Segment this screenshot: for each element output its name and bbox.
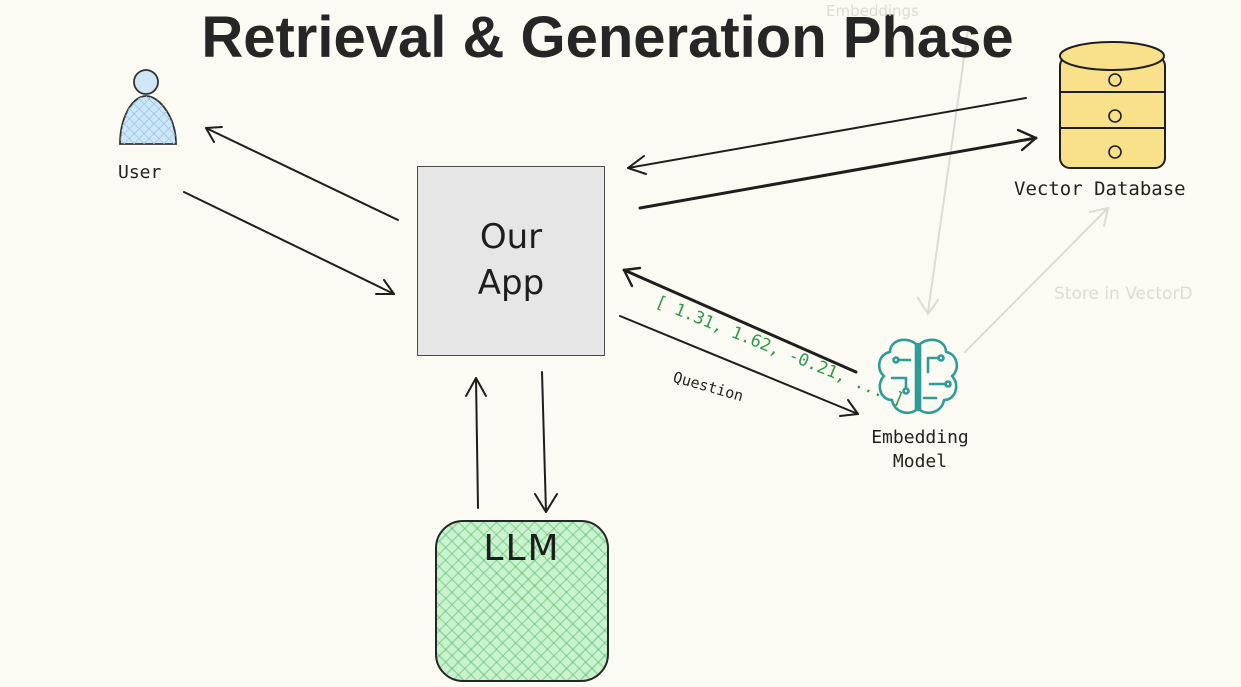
brain-icon: [877, 338, 959, 414]
arrows: [183, 97, 1038, 513]
arrow-app-to-db: [638, 136, 1038, 210]
user-label: User: [118, 162, 162, 183]
arrow-app-to-llm: [541, 371, 547, 513]
arrow-user-to-app: [183, 191, 395, 295]
arrow-app-to-user: [205, 127, 399, 221]
arrow-llm-to-app: [475, 377, 479, 509]
embedding-model-label-line-1: Embedding: [871, 427, 969, 448]
page-title: Retrieval & Generation Phase: [201, 5, 1014, 70]
vector-database-label: Vector Database: [1014, 178, 1186, 200]
user-icon: [119, 69, 177, 145]
arrow-embedding-to-app: [622, 268, 858, 374]
faded-store-label: Store in VectorD: [1054, 284, 1193, 304]
app-label-line-1: Our: [479, 217, 543, 257]
app-label: Our App: [417, 214, 605, 306]
llm-label: LLM: [483, 528, 561, 569]
app-node: [417, 166, 605, 356]
arrow-app-to-embedding: [619, 315, 859, 415]
app-label-line-2: App: [477, 263, 545, 303]
database-icon: [1059, 41, 1166, 169]
llm-node: [435, 520, 609, 682]
faded-arrows: [917, 29, 1110, 353]
embedding-model-label-line-2: Model: [892, 451, 948, 472]
arrow-db-to-app: [627, 97, 1027, 169]
faded-embeddings-label: Embeddings: [826, 2, 919, 20]
embedding-model-label: Embedding Model: [860, 426, 980, 474]
